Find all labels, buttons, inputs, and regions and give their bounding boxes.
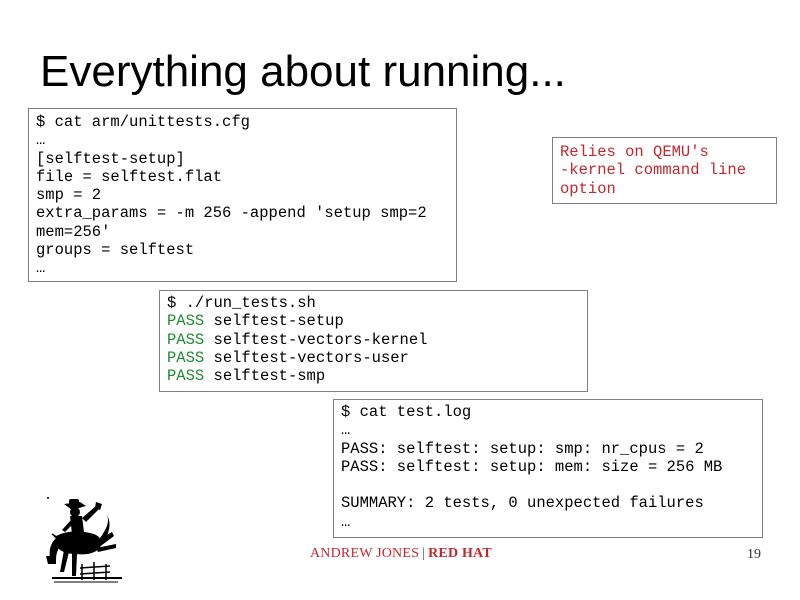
run-command: $ ./run_tests.sh [167,294,316,312]
config-code-box: $ cat arm/unittests.cfg … [selftest-setu… [28,108,457,282]
test-result-row: PASS selftest-vectors-user [167,349,581,367]
code-line: groups = selftest [36,241,195,260]
code-line: … [36,259,46,278]
code-line: extra_params = -m 256 -append 'setup smp… [36,204,427,223]
note-line: Relies on QEMU's [560,143,709,161]
footer-separator: | [422,546,426,561]
slide-title: Everything about running... [40,47,566,96]
code-line: [selftest-setup] [36,149,185,168]
footer-author: ANDREW JONES [310,546,420,561]
note-box: Relies on QEMU's -kernel command line op… [552,137,777,204]
code-line: file = selftest.flat [36,167,223,186]
test-name: selftest-setup [213,312,344,331]
code-line: … [36,131,46,150]
footer-company: RED HAT [428,546,492,561]
code-line: mem=256' [36,222,111,241]
pass-status: PASS [167,367,205,386]
pass-status: PASS [167,312,205,331]
test-name: selftest-vectors-kernel [213,330,428,349]
log-line: SUMMARY: 2 tests, 0 unexpected failures [341,494,704,513]
note-line: -kernel command line [560,161,747,180]
footer-credit: ANDREW JONES|RED HAT [310,546,492,562]
run-tests-box: $ ./run_tests.sh PASS selftest-setup PAS… [159,290,588,392]
log-line: PASS: selftest: setup: smp: nr_cpus = 2 [341,439,704,458]
log-line: PASS: selftest: setup: mem: size = 256 M… [341,457,723,476]
code-line: smp = 2 [36,186,102,205]
page-number: 19 [747,547,761,562]
test-result-row: PASS selftest-setup [167,312,581,330]
log-line: … [341,512,351,531]
test-name: selftest-vectors-user [213,348,409,367]
test-result-row: PASS selftest-smp [167,367,581,385]
test-name: selftest-smp [213,367,326,386]
pass-status: PASS [167,330,205,349]
code-line: $ cat arm/unittests.cfg [36,113,250,131]
note-line: option [560,179,616,198]
test-log-box: $ cat test.log … PASS: selftest: setup: … [333,399,763,538]
log-line: … [341,421,351,440]
pass-status: PASS [167,348,205,367]
log-line: $ cat test.log [341,403,472,421]
log-line [341,476,756,494]
cowboy-logo-icon [42,492,132,586]
test-result-row: PASS selftest-vectors-kernel [167,331,581,349]
